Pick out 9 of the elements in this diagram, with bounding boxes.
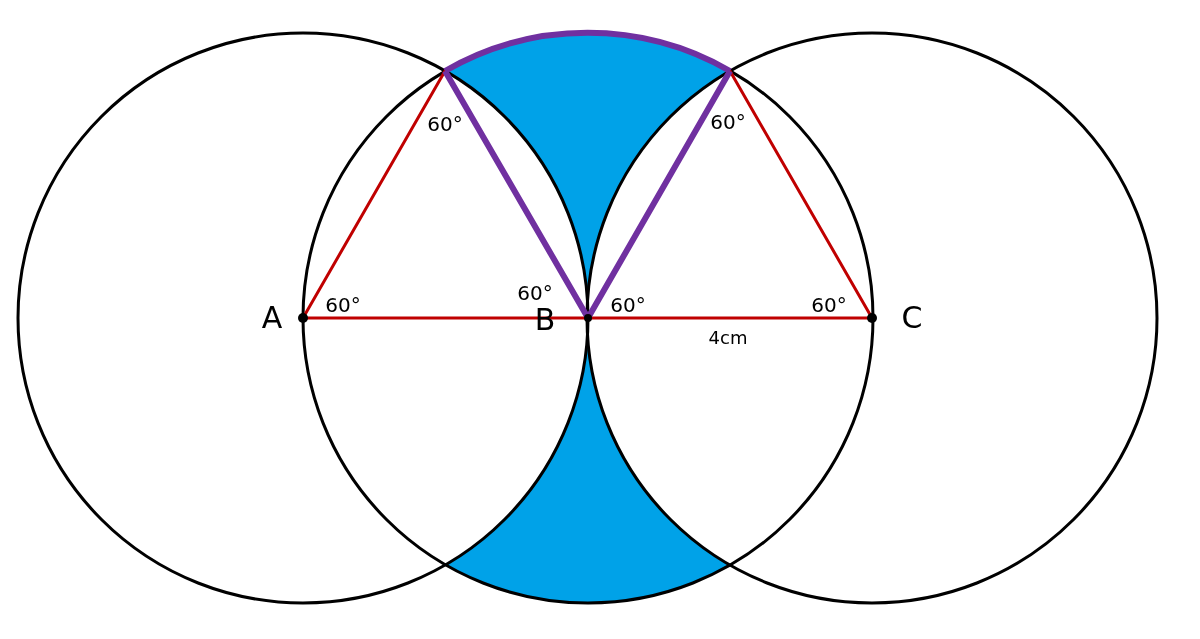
angle-label: 60° — [427, 114, 463, 134]
angle-label: 60° — [811, 295, 847, 315]
point-label: C — [901, 303, 923, 333]
angle-label: 60° — [325, 295, 361, 315]
angle-label: 60° — [517, 283, 553, 303]
length-label: 4cm — [708, 329, 748, 347]
point-label: A — [261, 303, 283, 333]
angle-label: 60° — [710, 112, 746, 132]
angle-label: 60° — [610, 295, 646, 315]
